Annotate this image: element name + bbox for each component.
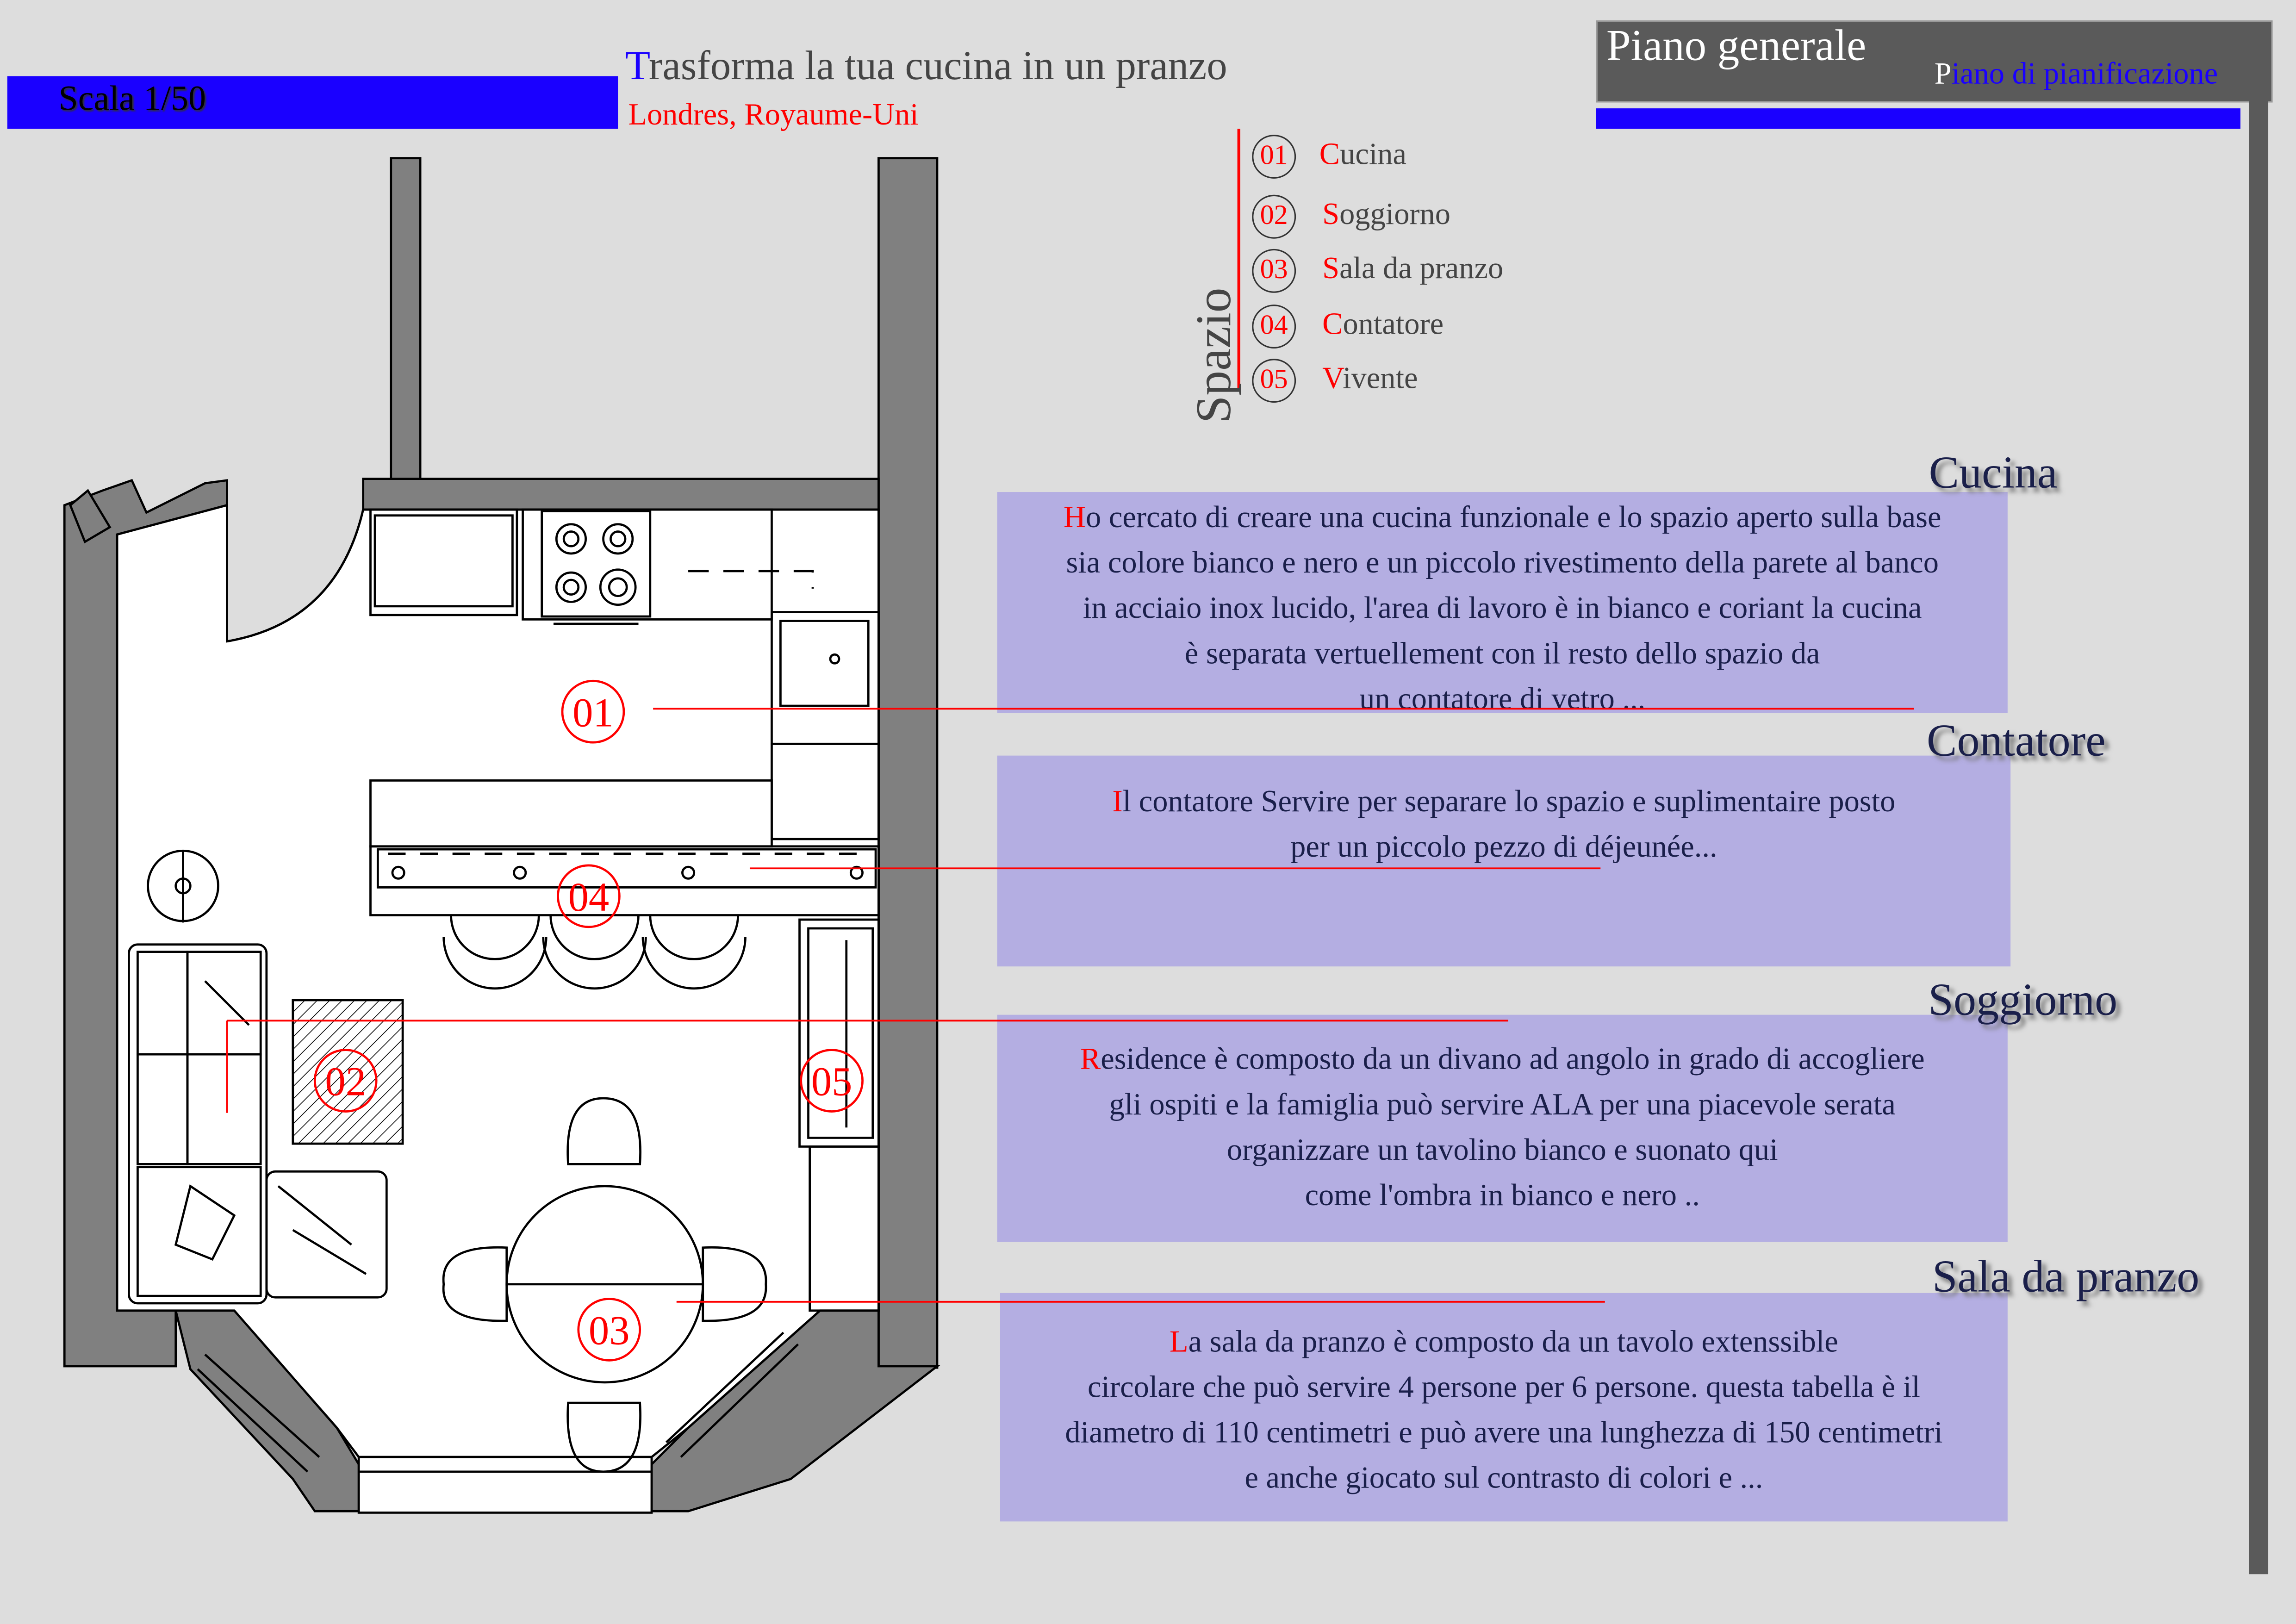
description-box: La sala da pranzo è composto da un tavol… — [1000, 1293, 2008, 1522]
plan-marker: 01 — [572, 690, 614, 735]
panel-subtitle: Piano di pianificazione — [1934, 56, 2218, 91]
plan-marker: 02 — [325, 1059, 366, 1105]
section-heading: Sala da pranzo — [1932, 1251, 2200, 1302]
panel-bar — [1596, 108, 2240, 129]
legend-number: 03 — [1252, 249, 1296, 293]
legend-divider — [1237, 129, 1240, 390]
dining-furniture — [442, 1097, 767, 1473]
page-title: Trasforma la tua cucina in un pranzo — [625, 44, 1227, 90]
kitchen-furniture — [147, 508, 880, 1312]
description-line: come l'ombra in bianco e nero .. — [1305, 1177, 1700, 1213]
panel-title: Piano generale — [1606, 22, 1867, 70]
living-furniture — [128, 943, 404, 1305]
marker-circle — [557, 864, 621, 928]
description-box: Il contatore Servire per separare lo spa… — [997, 755, 2011, 967]
marker-circle — [561, 679, 625, 744]
description-box: Ho cercato di creare una cucina funziona… — [997, 492, 2008, 716]
scale-label: Scala 1/50 — [58, 81, 206, 119]
marker-circle — [577, 1298, 641, 1362]
description-line: è separata vertuellement con il resto de… — [1184, 635, 1820, 671]
plan-marker: 05 — [811, 1059, 852, 1105]
plan-marker: 03 — [589, 1308, 630, 1354]
legend-number: 01 — [1252, 135, 1296, 179]
section-heading: Soggiorno — [1928, 974, 2118, 1025]
description-line: circolare che può servire 4 persone per … — [1088, 1369, 1920, 1405]
legend-item: Sala da pranzo — [1322, 250, 1504, 286]
marker-circle — [313, 1049, 378, 1113]
side-bar — [2249, 100, 2269, 1574]
description-line: organizzare un tavolino bianco e suonato… — [1226, 1132, 1778, 1167]
description-line: per un piccolo pezzo di déjeunée... — [1290, 828, 1717, 864]
description-line: Ho cercato di creare una cucina funziona… — [1064, 499, 1941, 535]
legend-number: 04 — [1252, 305, 1296, 349]
walls — [63, 157, 940, 1512]
legend-item: Soggiorno — [1322, 196, 1450, 231]
plan-marker: 04 — [568, 875, 610, 920]
legend-number: 05 — [1252, 359, 1296, 403]
plan-markers: 01 04 02 05 03 — [313, 679, 864, 1362]
description-box: Residence è composto da un divano ad ang… — [997, 1014, 2008, 1242]
scale-bar — [7, 76, 618, 129]
description-line: Il contatore Servire per separare lo spa… — [1112, 783, 1896, 819]
legend-number: 02 — [1252, 194, 1296, 239]
legend-item: Vivente — [1322, 360, 1418, 396]
location: Londres, Royaume-Uni — [628, 96, 919, 132]
marker-circle — [800, 1049, 864, 1113]
legend-item: Contatore — [1322, 306, 1444, 342]
section-heading: Contatore — [1927, 715, 2106, 766]
description-line: gli ospiti e la famiglia può servire ALA… — [1109, 1086, 1896, 1122]
section-heading: Cucina — [1929, 447, 2058, 498]
description-line: e anche giocato sul contrasto di colori … — [1244, 1460, 1763, 1495]
description-line: Residence è composto da un divano ad ang… — [1080, 1041, 1925, 1076]
description-line: La sala da pranzo è composto da un tavol… — [1170, 1324, 1838, 1359]
leader-lines — [226, 708, 1914, 1303]
title-panel — [1596, 20, 2273, 103]
description-line: in acciaio inox lucido, l'area di lavoro… — [1083, 590, 1922, 626]
legend-item: Cucina — [1319, 136, 1407, 172]
interior — [116, 504, 880, 1514]
description-line: un contatore di vetro ... — [1359, 681, 1646, 716]
description-line: diametro di 110 centimetri e può avere u… — [1065, 1414, 1943, 1450]
description-line: sia colore bianco e nero e un piccolo ri… — [1066, 545, 1939, 580]
